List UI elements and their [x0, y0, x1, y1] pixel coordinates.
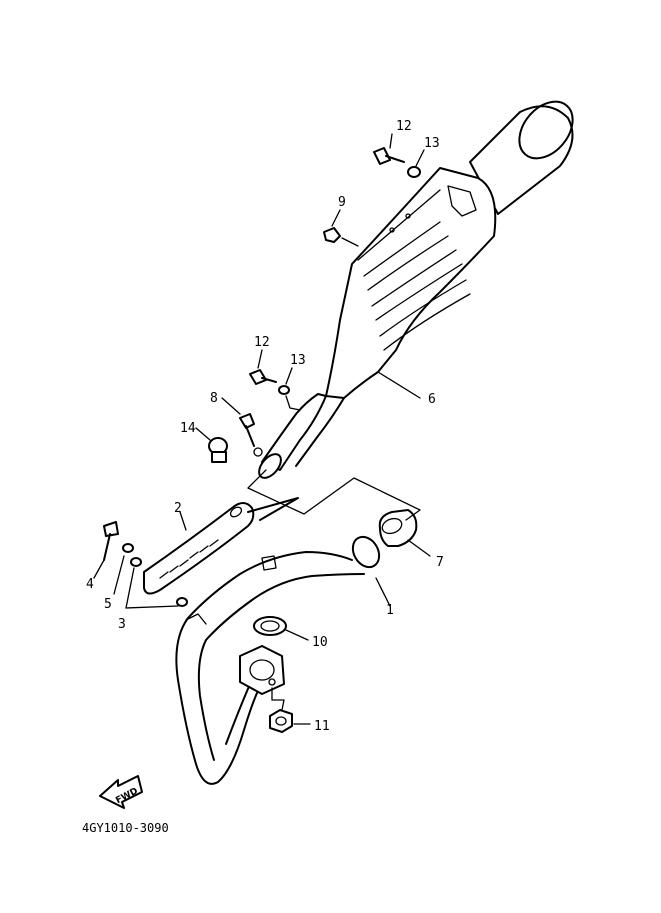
callout-2: 2 [174, 501, 182, 516]
callout-6: 6 [428, 392, 436, 407]
mid-bolt-12 [249, 349, 277, 385]
fwd-arrow-icon: FWD [99, 775, 143, 809]
callout-10: 10 [312, 635, 328, 650]
protector-part-2 [143, 497, 299, 595]
collar-3 [125, 557, 188, 609]
mid-washer-13 [278, 367, 301, 411]
callout-13-upper: 13 [424, 136, 440, 151]
nut-11 [269, 687, 311, 733]
callout-3: 3 [118, 617, 126, 632]
bolt-8 [221, 397, 263, 457]
upper-washer-13 [407, 149, 425, 178]
bolt-4 [93, 521, 119, 579]
washer-5 [113, 543, 134, 595]
callout-1: 1 [386, 603, 394, 618]
callout-4: 4 [86, 577, 94, 592]
diagram-code: 4GY1010-3090 [82, 821, 169, 835]
callout-8: 8 [210, 391, 218, 406]
callout-7: 7 [436, 555, 444, 570]
callout-13-mid: 13 [290, 353, 306, 368]
muffler-part-6 [258, 100, 574, 479]
callout-12-mid: 12 [254, 335, 270, 350]
callout-9: 9 [338, 195, 346, 210]
nut-9 [323, 209, 359, 247]
plug-14 [195, 427, 228, 463]
gasket-7 [378, 509, 431, 557]
upper-bolt-12 [373, 133, 405, 165]
assembly-guide-line [247, 469, 421, 521]
callout-12-upper: 12 [396, 119, 412, 134]
exhaust-pipe-part-1 [175, 535, 391, 785]
callout-11: 11 [314, 719, 330, 734]
gasket-10 [253, 616, 309, 641]
flange [239, 645, 285, 695]
callout-14: 14 [180, 421, 196, 436]
callout-5: 5 [104, 597, 112, 612]
